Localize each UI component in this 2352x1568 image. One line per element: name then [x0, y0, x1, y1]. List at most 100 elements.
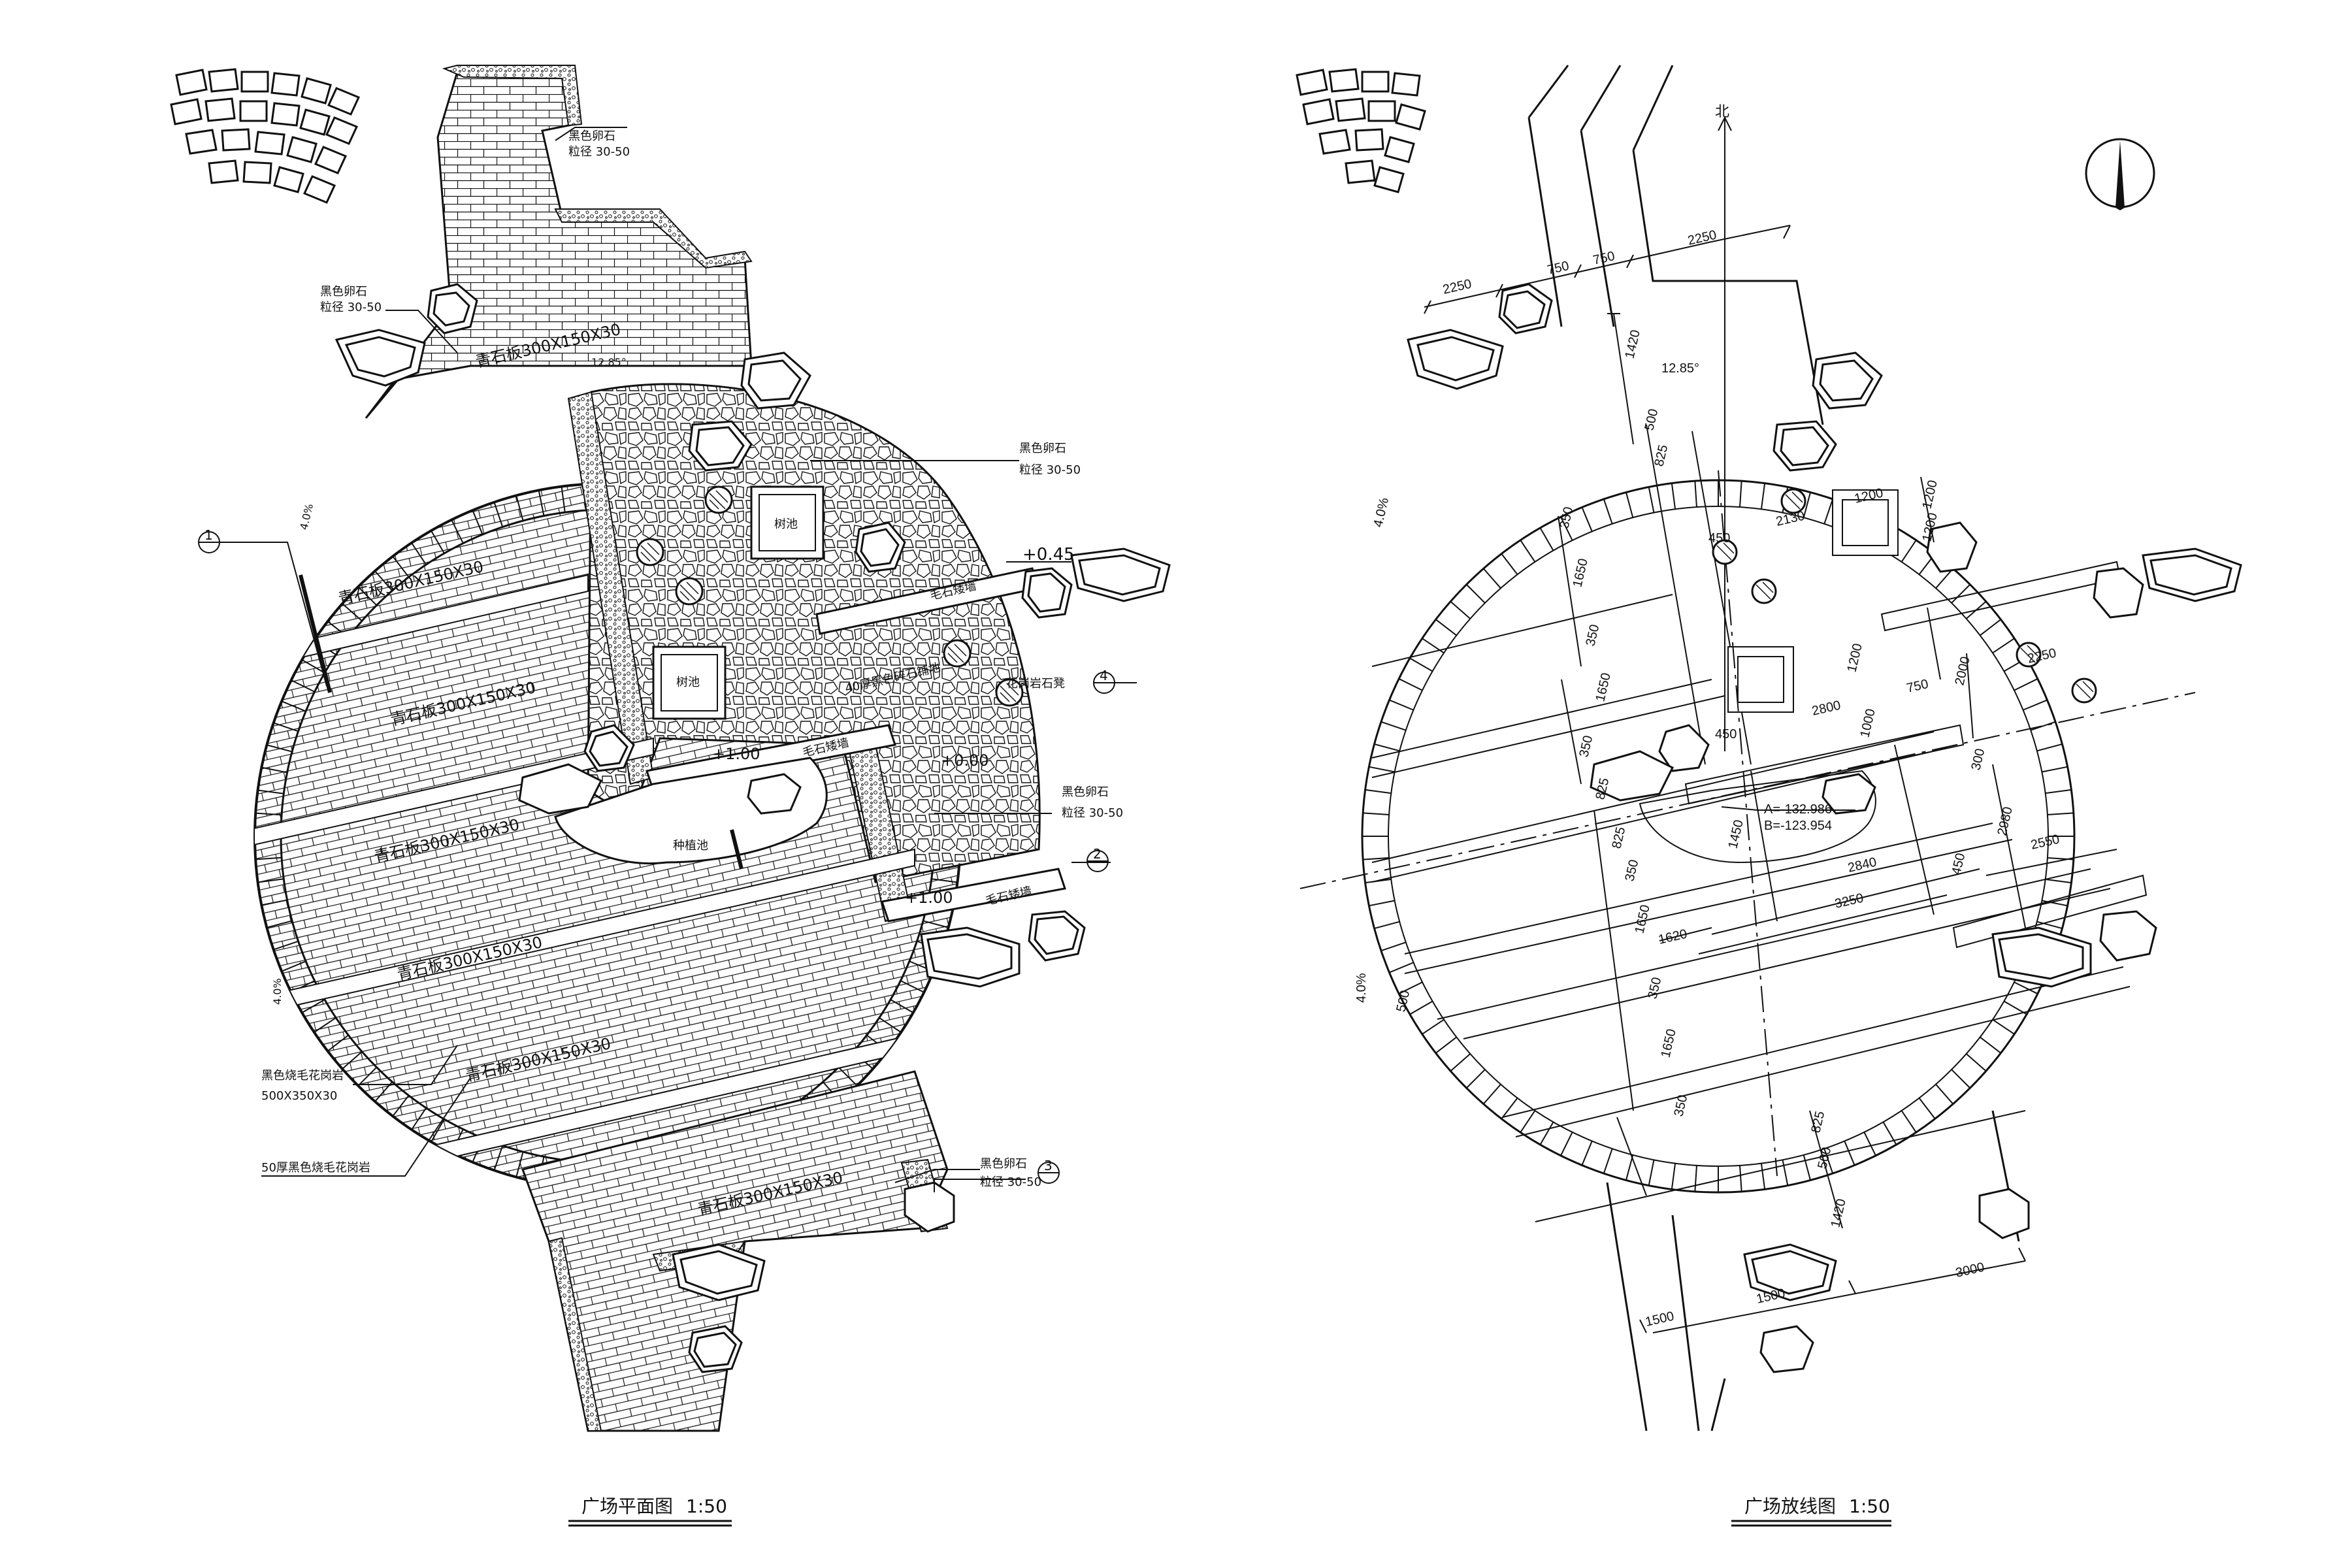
rim-joint: [1980, 1036, 2001, 1054]
rim-joint: [1803, 492, 1812, 518]
rim-joint: [1694, 481, 1697, 508]
dimension-lines: [1424, 225, 2117, 1333]
rim-joint: [1782, 1160, 1789, 1186]
rim-joint: [2036, 743, 2063, 752]
rim-joint: [472, 510, 483, 535]
rim-joint: [1363, 857, 1390, 860]
rim-joint: [1581, 507, 1593, 532]
right-plan-scale: 1:50: [1849, 1495, 1890, 1517]
rim-joint: [2047, 812, 2074, 815]
rim-joint: [1380, 721, 1407, 731]
rim-joint: [1951, 583, 1971, 604]
rim-joint: [1625, 1154, 1634, 1181]
label-black-stone-mid-size: 粒径 30-50: [1062, 806, 1123, 820]
dim-350e: 350: [1645, 976, 1664, 1000]
dim-500b: 500: [1394, 989, 1413, 1013]
rim-joint: [1844, 1141, 1855, 1166]
dim-1450: 1450: [1725, 819, 1746, 850]
dim-350b: 350: [1583, 623, 1602, 647]
left-title-block: 广场平面图 1:50: [568, 1495, 732, 1527]
dim-2250a: 2250: [1441, 277, 1473, 297]
rim-joint: [1435, 619, 1457, 636]
rim-joint: [357, 586, 378, 606]
rim-joint: [301, 999, 325, 1013]
compass-icon: [2085, 138, 2155, 210]
label-tree-pool-2: 树池: [676, 676, 700, 689]
setout-boulders: [1407, 283, 2242, 1373]
right-plan-title: 广场放线图: [1744, 1495, 1836, 1517]
rim-joint: [1901, 1110, 1917, 1133]
dim-2250b: 2250: [1686, 228, 1718, 248]
rim-joint: [342, 1051, 363, 1070]
setout-circle-inner: [1388, 506, 2049, 1167]
setout-rim: [1362, 480, 2074, 1192]
rim-joint: [1422, 638, 1445, 654]
rim-joint: [1520, 1110, 1536, 1133]
rim-joint: [1422, 1019, 1445, 1035]
rim-joint: [1951, 1069, 1971, 1089]
rim-joint: [1980, 619, 2001, 636]
dim-450b: 450: [1715, 727, 1737, 742]
label-planter: 种植池: [673, 839, 708, 853]
rim-joint: [1435, 1036, 1457, 1054]
dim-750c: 750: [1905, 677, 1929, 696]
dim-350a: 350: [1557, 506, 1576, 530]
rim-joint: [1539, 527, 1554, 551]
trees: [636, 485, 1024, 707]
section-cut-line: [299, 574, 332, 693]
rim-joint: [1694, 1165, 1697, 1192]
rim-joint: [267, 744, 293, 753]
dim-1420a: 1420: [1622, 329, 1642, 360]
rim-joint: [515, 1151, 524, 1177]
rim-joint: [411, 1107, 427, 1130]
rim-joint: [1648, 487, 1655, 513]
rim-joint: [1369, 766, 1395, 773]
tree-pool-1: [750, 485, 825, 560]
rim-joint: [561, 486, 566, 513]
rim-joint: [291, 679, 316, 693]
rim-joint: [1863, 1132, 1876, 1156]
rim-joint: [327, 1034, 349, 1052]
rim-joint: [374, 570, 393, 591]
dim-1000: 1000: [1857, 708, 1878, 739]
label-black-stone-bottom: 黑色卵石: [980, 1157, 1027, 1171]
rim-joint: [1803, 1154, 1812, 1181]
dim-3250: 3250: [1833, 891, 1865, 911]
rim-joint: [411, 542, 427, 565]
tree-pool-2: [652, 645, 727, 720]
label-tree-pool-1: 树池: [774, 517, 798, 531]
rim-joint: [1374, 921, 1400, 930]
rim-joint: [890, 999, 914, 1013]
rim-joint: [1671, 1163, 1676, 1190]
setout-entrance-top: [1527, 65, 1824, 425]
label-black-stone-right-size: 粒径 30-50: [1019, 463, 1081, 477]
rim-joint: [1625, 492, 1634, 518]
pebble-paving: [587, 383, 1041, 883]
rim-joint: [1380, 941, 1407, 952]
dim-2800: 2800: [1810, 698, 1842, 719]
rim-joint: [900, 980, 924, 993]
dim-1650a: 1650: [1570, 557, 1590, 589]
rim-joint: [1560, 1132, 1573, 1156]
rim-joint: [2045, 789, 2072, 794]
label-black-stone-left: 黑色卵石: [320, 285, 367, 299]
rim-joint: [1935, 568, 1954, 589]
coord-b: B=-123.954: [1764, 819, 1832, 833]
boulders-left: [335, 283, 1171, 1373]
dim-1420b: 1420: [1828, 1198, 1848, 1229]
rim-joint: [1365, 789, 1392, 794]
rim-joint: [392, 1095, 410, 1117]
slope-1: 4.0%: [297, 502, 316, 531]
rim-joint: [1739, 481, 1742, 508]
label-rim-note: 黑色烧毛花岗岩: [261, 1069, 344, 1083]
dim-450a: 450: [1708, 531, 1730, 546]
rim-joint: [2042, 900, 2068, 907]
rim-joint: [1501, 553, 1518, 575]
slope-r2: 4.0%: [1354, 973, 1369, 1003]
rim-joint: [1465, 1069, 1486, 1089]
rim-joint: [314, 1017, 336, 1033]
angle-r: 12.85°: [1661, 361, 1699, 376]
label-black-stone-left-size: 粒径 30-50: [320, 301, 382, 314]
dim-2980: 2980: [1995, 806, 2015, 837]
rim-joint: [273, 940, 299, 951]
